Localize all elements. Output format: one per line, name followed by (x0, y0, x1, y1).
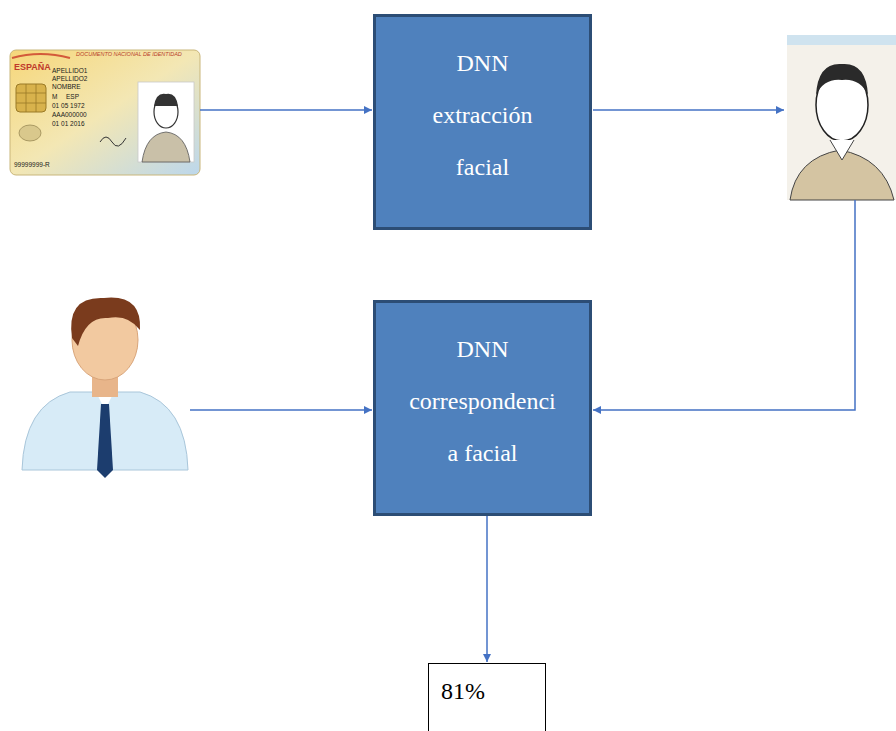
id-card (10, 50, 200, 175)
process-box: DNN extracción facial (373, 14, 592, 230)
card-text: APELLIDO1 (52, 68, 87, 75)
extracted-face (787, 35, 896, 200)
flow-arrow (486, 516, 488, 662)
card-text: DOCUMENTO NACIONAL DE IDENTIDAD (76, 52, 182, 58)
card-text: 01 01 2016 (52, 121, 85, 128)
card-text: ESP (66, 94, 79, 101)
process-box: DNN correspondencia facial (373, 300, 592, 516)
card-text: M (52, 94, 57, 101)
box-text: 81% (429, 664, 545, 706)
card-text: 99999999-R (14, 162, 50, 169)
card-text: 01 05 1972 (52, 103, 85, 110)
card-text: NOMBRE (52, 84, 81, 91)
card-text: ESPAÑA (14, 63, 51, 72)
card-text: APELLIDO2 (52, 76, 87, 83)
box-text: DNN extracción facial (408, 37, 558, 193)
result-box: 81% (428, 663, 546, 731)
box-text: DNN correspondencia facial (408, 323, 558, 479)
person-icon (22, 298, 188, 478)
card-text: AAA000000 (52, 112, 87, 119)
